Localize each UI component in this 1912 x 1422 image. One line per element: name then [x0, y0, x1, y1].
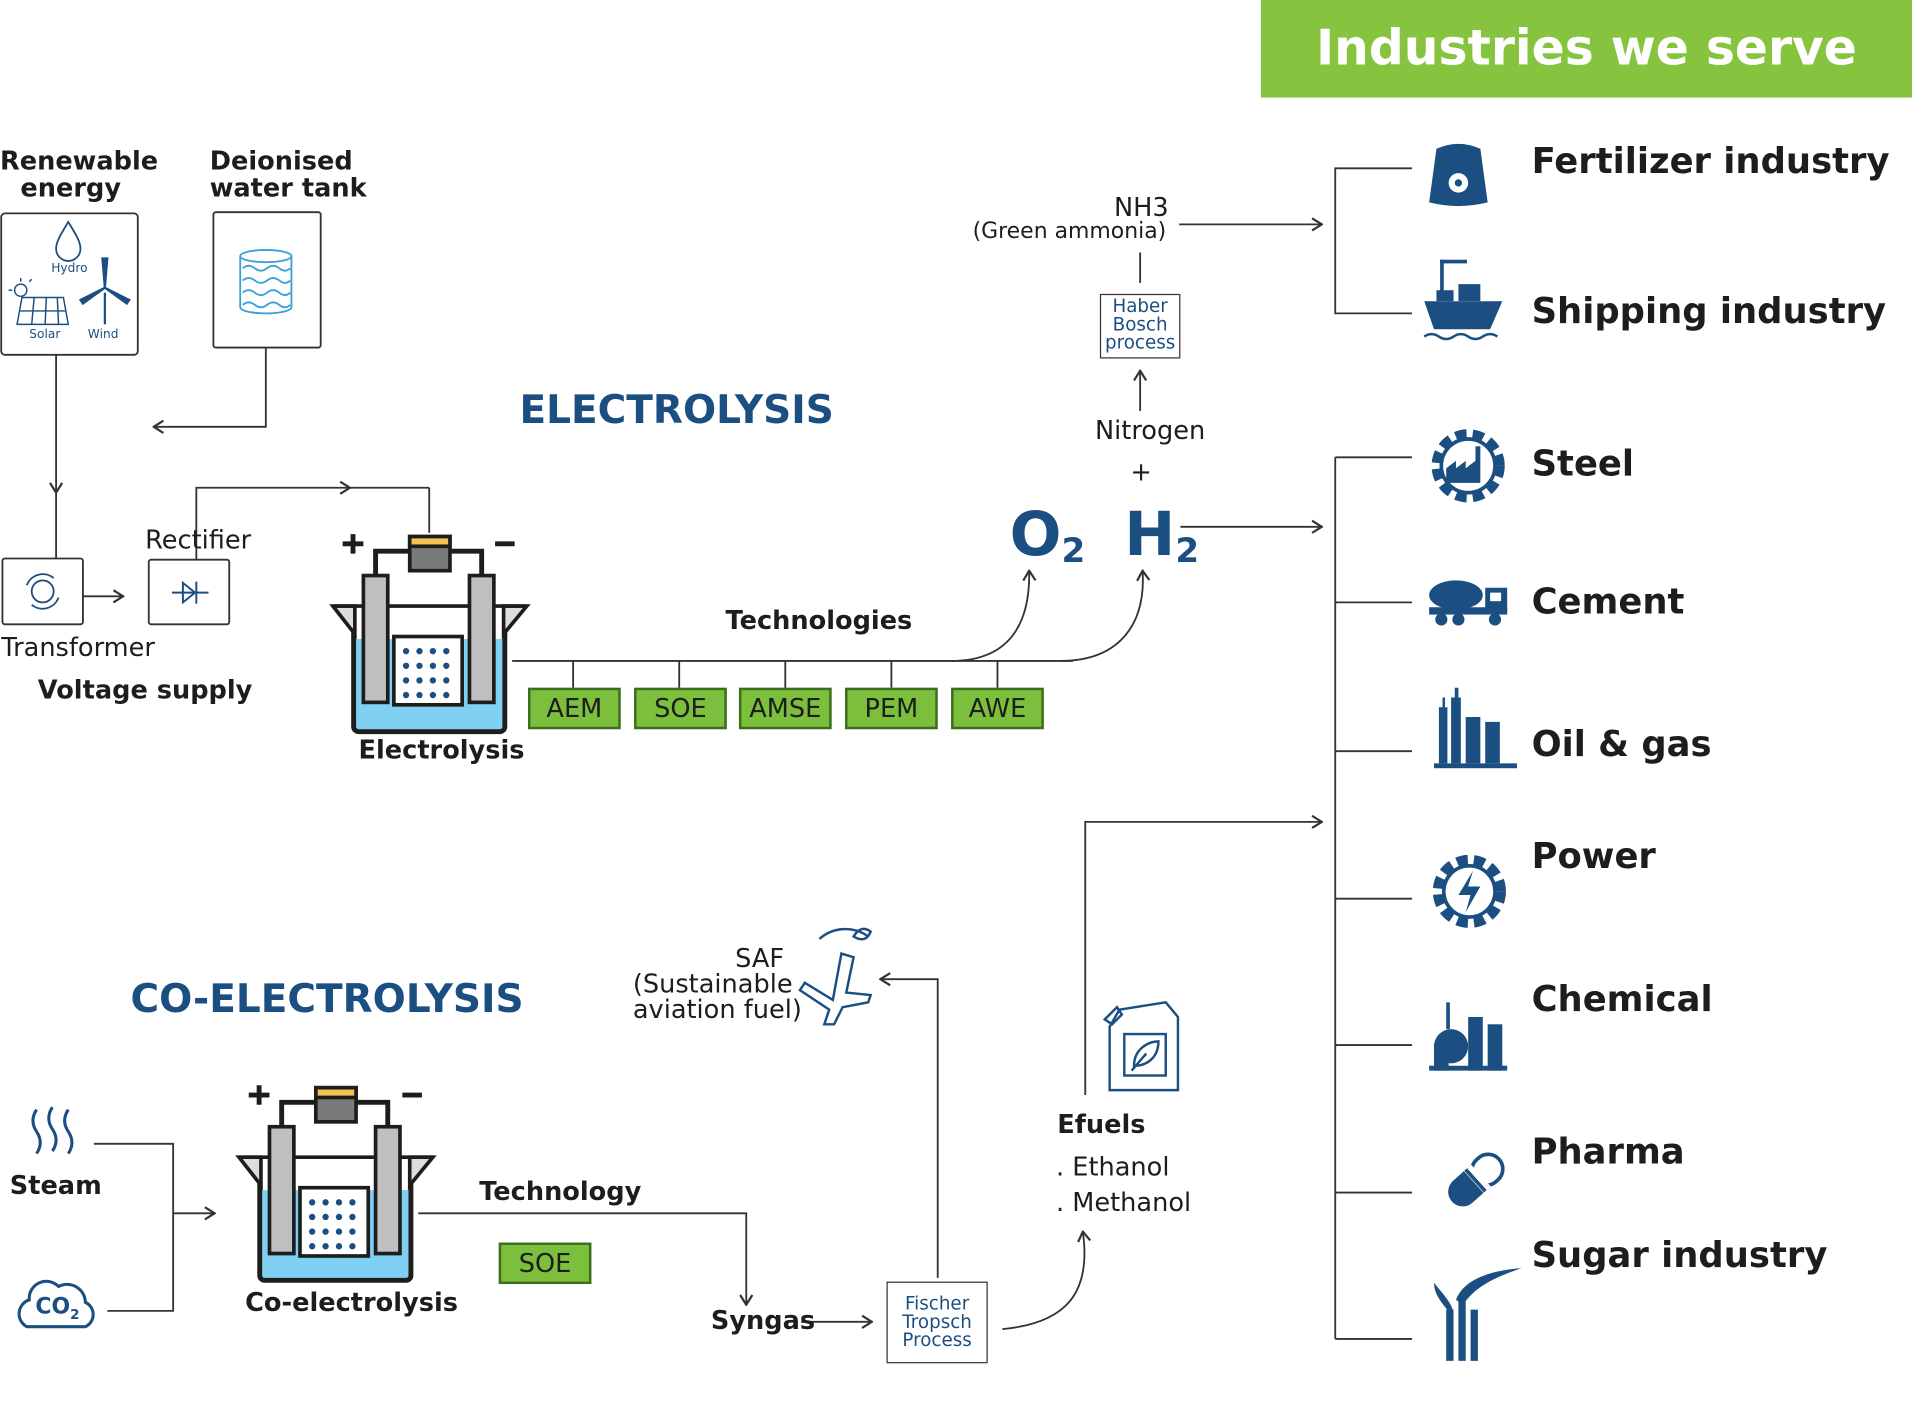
- efuel-methanol: . Methanol: [1056, 1187, 1192, 1217]
- industry-sugar: Sugar industry: [1531, 1234, 1828, 1276]
- industry-shipping: Shipping industry: [1531, 290, 1887, 332]
- airplane-icon: [798, 927, 873, 1026]
- rectifier-box: [147, 558, 231, 626]
- renewable-energy-box: [0, 212, 139, 356]
- refinery-icon: [1434, 687, 1517, 769]
- co-electrolysis-cell-label: Co-electrolysis: [245, 1287, 458, 1317]
- water-tank-box: [212, 211, 322, 349]
- power-gear-icon: [1432, 854, 1506, 928]
- co-tech-soe: SOE: [498, 1242, 592, 1285]
- efuels-flow-lines: [1084, 822, 1322, 1096]
- hydrogen-label: H2: [1124, 498, 1200, 571]
- pill-icon: [1448, 1152, 1505, 1207]
- water-drop-icon: [55, 220, 82, 262]
- tech-awe: AWE: [951, 687, 1044, 730]
- technologies-label: Technologies: [725, 606, 913, 636]
- industries-header: Industries we serve: [1260, 0, 1912, 98]
- technology-label: Technology: [479, 1176, 642, 1206]
- haber-bosch-box: Haber Bosch process: [1099, 293, 1181, 359]
- wind-label: Wind: [87, 328, 119, 342]
- industry-pharma: Pharma: [1531, 1130, 1685, 1172]
- industry-fertilizer: Fertilizer industry: [1531, 140, 1890, 182]
- diode-icon: [171, 580, 209, 605]
- co2-cloud-label: CO2: [35, 1293, 80, 1323]
- syngas-label: Syngas: [710, 1305, 816, 1336]
- industry-oil-gas: Oil & gas: [1531, 723, 1712, 765]
- tech-soe: SOE: [634, 687, 727, 730]
- water-tank-icon: [239, 249, 293, 315]
- cement-truck-icon: [1429, 580, 1508, 626]
- transformer-label: Transformer: [1, 632, 155, 663]
- tech-amse: AMSE: [738, 687, 832, 730]
- chemical-plant-icon: [1429, 1002, 1508, 1071]
- plus-sign: +: [1130, 457, 1152, 487]
- hydrogen-flow-lines: [1140, 224, 1322, 526]
- fertilizer-bag-icon: [1429, 143, 1488, 207]
- water-tank-label: Deionised water tank: [209, 146, 367, 203]
- co-electrolysis-cell-icon: [235, 1085, 437, 1283]
- solar-panel-icon: [8, 278, 70, 326]
- efuels-label: Efuels: [1057, 1109, 1146, 1139]
- tech-pem: PEM: [845, 687, 938, 730]
- wind-turbine-icon: [78, 257, 131, 325]
- nh3-label: NH3: [1113, 192, 1169, 222]
- hydro-label: Hydro: [51, 262, 88, 276]
- transformer-icon: [25, 573, 60, 610]
- green-ammonia-label: (Green ammonia): [972, 218, 1167, 244]
- saf-label: SAF (Sustainable aviation fuel): [632, 943, 802, 1025]
- renewable-energy-label: Renewable energy: [0, 146, 159, 203]
- industry-cement: Cement: [1531, 580, 1685, 622]
- voltage-supply-label: Voltage supply: [37, 675, 253, 705]
- oxygen-label: O2: [1009, 498, 1086, 571]
- solar-label: Solar: [29, 328, 61, 342]
- electrolysis-cell-label: Electrolysis: [358, 735, 525, 765]
- co-electrolysis-title: CO-ELECTROLYSIS: [130, 975, 524, 1022]
- steam-label: Steam: [9, 1170, 102, 1200]
- efuel-ethanol: . Ethanol: [1056, 1152, 1170, 1182]
- industry-power: Power: [1531, 835, 1656, 877]
- electrolysis-title: ELECTROLYSIS: [519, 386, 834, 433]
- electrolysis-cell-icon: [329, 534, 531, 735]
- tech-aem: AEM: [528, 687, 621, 730]
- sugarcane-icon: [1434, 1268, 1522, 1361]
- ship-icon: [1423, 259, 1503, 341]
- rectifier-label: Rectifier: [145, 525, 252, 555]
- electrolysis-input-lines: [56, 347, 431, 597]
- steam-icon: [31, 1106, 74, 1155]
- nitrogen-label: Nitrogen: [1095, 415, 1206, 446]
- industry-steel: Steel: [1531, 442, 1635, 485]
- co-electrolysis-lines: [93, 979, 1085, 1331]
- fischer-tropsch-box: Fischer Tropsch Process: [886, 1281, 988, 1364]
- industry-chemical: Chemical: [1531, 977, 1713, 1020]
- co2-cloud-icon: [17, 1279, 95, 1329]
- technologies-connectors: [512, 571, 1143, 688]
- industry-brackets: [1334, 167, 1413, 1340]
- transformer-box: [1, 557, 84, 626]
- fuel-can-icon: [1102, 1001, 1180, 1092]
- steel-factory-gear-icon: [1431, 429, 1505, 503]
